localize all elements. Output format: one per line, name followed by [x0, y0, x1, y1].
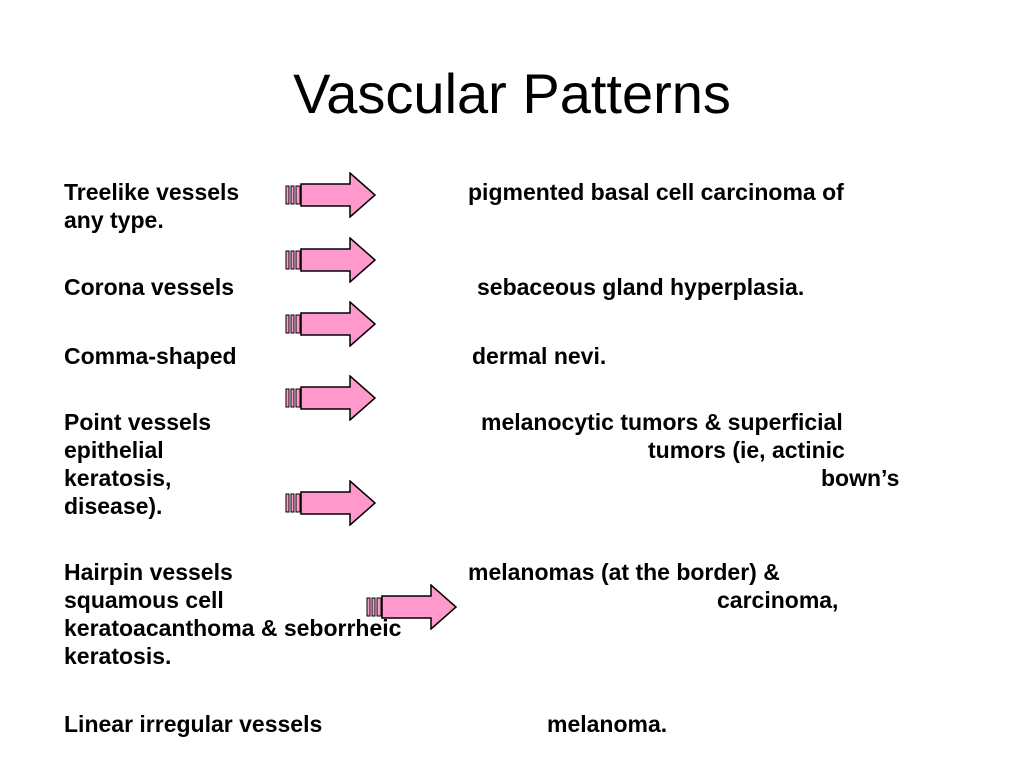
item-linear-label: Linear irregular vessels [64, 711, 323, 737]
item-hairpin-description: melanomas (at the border) & [468, 559, 780, 585]
item-corona-description: sebaceous gland hyperplasia. [477, 274, 805, 300]
item-hairpin-text-line: carcinoma, [717, 587, 839, 613]
right-arrow-icon [285, 375, 376, 421]
item-hairpin-text-line: keratoacanthoma & seborrheic [64, 615, 402, 641]
item-treelike-description: pigmented basal cell carcinoma of [468, 179, 844, 205]
item-hairpin-label: Hairpin vessels [64, 559, 233, 585]
item-treelike-description-cont: any type. [64, 207, 164, 233]
item-comma-label: Comma-shaped [64, 343, 237, 369]
item-hairpin-text-line: squamous cell [64, 587, 224, 613]
item-point-text-line: bown’s [821, 465, 900, 491]
item-treelike-label: Treelike vessels [64, 179, 240, 205]
item-linear-description: melanoma. [547, 711, 668, 737]
item-corona-label: Corona vessels [64, 274, 235, 300]
item-point-text-line: keratosis, [64, 465, 172, 491]
item-point-description: melanocytic tumors & superficial [481, 409, 843, 435]
slide-title: Vascular Patterns [293, 62, 731, 125]
item-point-text-line: disease). [64, 493, 163, 519]
right-arrow-icon [285, 237, 376, 283]
right-arrow-icon [285, 301, 376, 347]
item-point-text-line: tumors (ie, actinic [648, 437, 845, 463]
item-hairpin-text-line: keratosis. [64, 643, 172, 669]
item-point-text-line: epithelial [64, 437, 164, 463]
right-arrow-icon [285, 172, 376, 218]
right-arrow-icon [285, 480, 376, 526]
right-arrow-icon [366, 584, 457, 630]
item-comma-description: dermal nevi. [472, 343, 607, 369]
item-point-label: Point vessels [64, 409, 212, 435]
